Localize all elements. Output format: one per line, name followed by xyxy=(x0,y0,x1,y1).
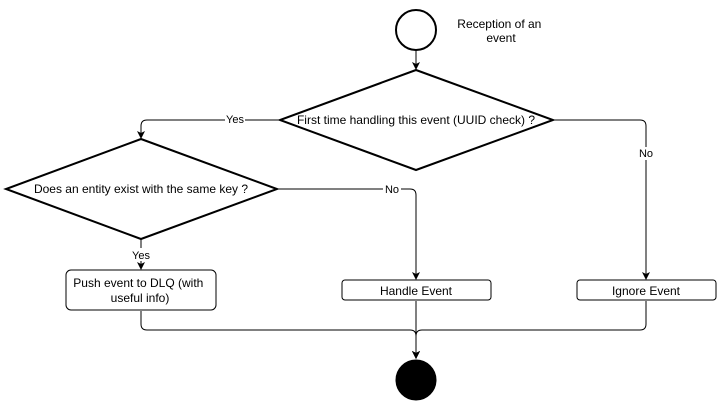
edge-ignore-to-end xyxy=(412,301,647,359)
edge-dlq-to-end xyxy=(140,311,420,359)
edge-uuid-no xyxy=(553,119,650,280)
start-node-label: Reception of an event xyxy=(457,17,544,45)
start-node xyxy=(395,9,437,51)
edge-label-uuid-no: No xyxy=(639,148,653,160)
edge-label-entity-yes: Yes xyxy=(132,250,150,262)
edge-label-uuid-yes: Yes xyxy=(226,114,244,126)
ignore-event-box xyxy=(576,279,717,301)
end-node xyxy=(395,359,437,401)
entity-check-label: Does an entity exist with the same key ? xyxy=(34,182,248,196)
push-dlq-label: Push event to DLQ (with useful info) xyxy=(73,276,206,305)
ignore-event-label: Ignore Event xyxy=(612,284,681,298)
edge-label-entity-no: No xyxy=(385,184,399,196)
uuid-check-decision xyxy=(277,68,556,172)
handle-event-box xyxy=(341,279,492,301)
push-dlq-box xyxy=(65,269,217,311)
edge-entity-no xyxy=(277,188,420,280)
handle-event-label: Handle Event xyxy=(380,284,453,298)
uuid-check-label: First time handling this event (UUID che… xyxy=(297,113,535,127)
edge-uuid-yes xyxy=(137,119,280,139)
entity-check-decision xyxy=(3,137,280,241)
